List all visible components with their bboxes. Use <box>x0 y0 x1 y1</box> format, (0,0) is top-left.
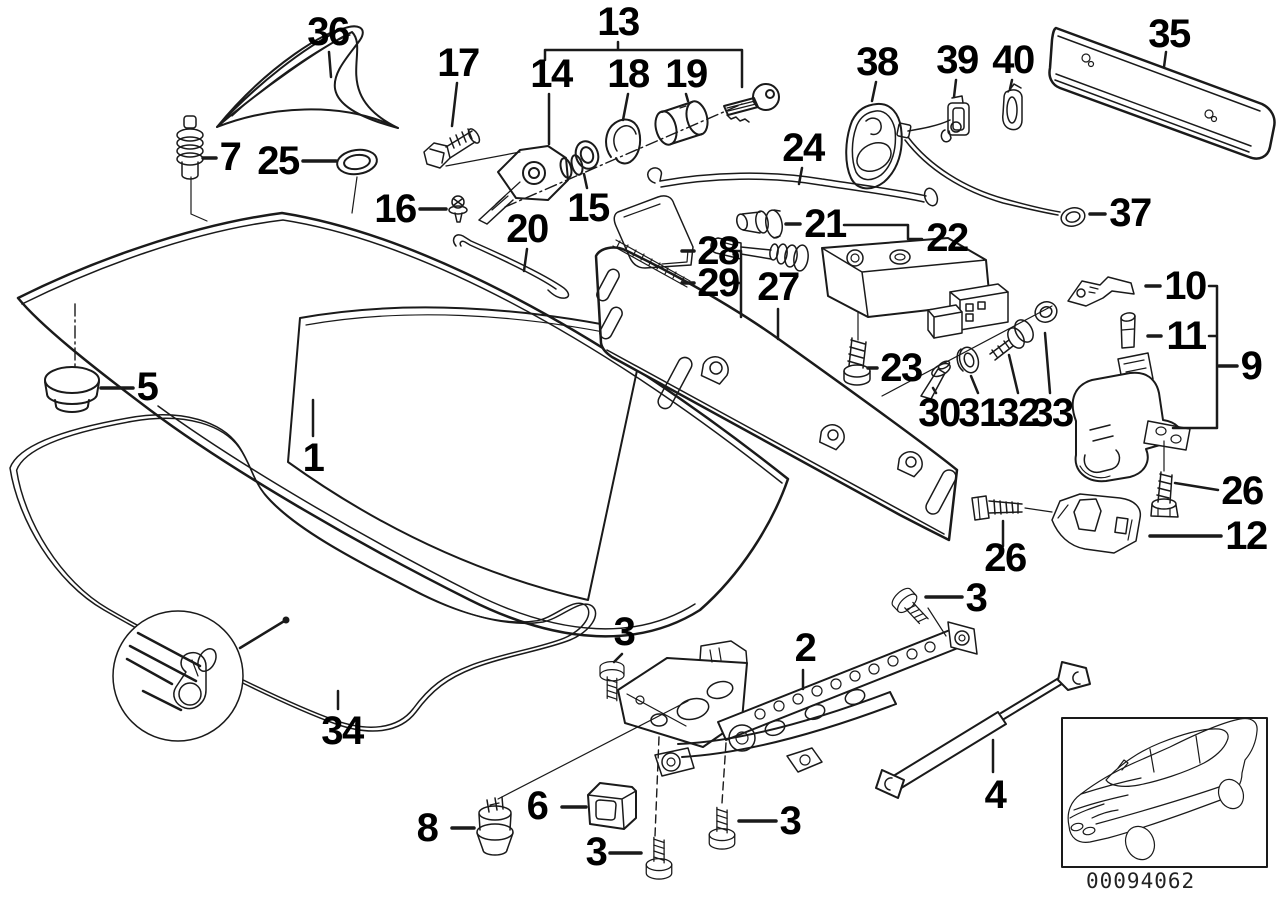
lock-screw-26-upper <box>1150 471 1179 518</box>
callout-19: 19 <box>665 52 708 96</box>
callout-3-bottom-right: 3 <box>779 799 802 843</box>
fastener-axis <box>881 301 1058 400</box>
expanding-rivet <box>920 360 951 400</box>
callout-1: 1 <box>302 436 325 480</box>
lock-bracket <box>1067 276 1135 307</box>
lock-cylinder-set <box>478 83 780 225</box>
callout-28: 28 <box>697 229 740 273</box>
rubber-buffer <box>44 366 100 413</box>
clip-40 <box>1002 83 1023 131</box>
callout-27: 27 <box>757 265 800 309</box>
cage-nut <box>587 782 637 830</box>
callout-34: 34 <box>321 709 364 753</box>
callout-9: 9 <box>1240 344 1263 388</box>
callout-39: 39 <box>936 38 979 82</box>
callout-7: 7 <box>219 135 242 179</box>
callout-17: 17 <box>437 41 480 85</box>
callout-32: 32 <box>997 391 1040 435</box>
torsion-rod <box>452 234 570 299</box>
sealing-strip <box>612 239 691 288</box>
leader-lines <box>74 40 1239 855</box>
licence-plate-base-panel <box>594 246 959 542</box>
bulb-socket <box>735 209 783 239</box>
licence-light-strip <box>1048 26 1276 160</box>
callout-21: 21 <box>804 202 847 246</box>
diagram-id-code: 00094062 <box>1086 869 1196 893</box>
callout-14: 14 <box>530 52 573 96</box>
callout-3-top-right: 3 <box>965 576 988 620</box>
callout-36: 36 <box>307 10 350 54</box>
callout-26-upper: 26 <box>1221 469 1264 513</box>
small-screw-16 <box>448 195 468 223</box>
callout-5: 5 <box>136 365 159 409</box>
callout-24: 24 <box>782 126 825 170</box>
striker-plate <box>1051 493 1142 554</box>
car-thumbnail <box>1061 717 1268 868</box>
callout-12: 12 <box>1225 514 1268 558</box>
callout-40: 40 <box>992 38 1035 82</box>
trunk-lock <box>1071 352 1191 483</box>
screw-32 <box>989 319 1034 361</box>
hinge-assembly <box>617 621 978 777</box>
callout-30: 30 <box>918 391 961 435</box>
callout-31: 31 <box>958 391 1001 435</box>
washer <box>956 346 980 374</box>
callout-37: 37 <box>1109 191 1152 235</box>
seal-cross-section-inset <box>112 610 290 742</box>
bolt-26-lower <box>971 495 1023 521</box>
car-outline <box>1067 717 1258 861</box>
callout-6: 6 <box>526 784 549 828</box>
callout-2: 2 <box>794 626 817 670</box>
callout-10: 10 <box>1164 264 1207 308</box>
triangle-grommet <box>845 102 903 190</box>
callout-3-left: 3 <box>613 610 636 654</box>
screw-with-spring <box>843 337 871 386</box>
callout-23: 23 <box>880 346 923 390</box>
central-lock-actuator <box>710 237 1009 339</box>
bowden-cable <box>647 167 939 207</box>
callout-26-lower: 26 <box>984 536 1027 580</box>
callout-38: 38 <box>856 40 899 84</box>
callout-11: 11 <box>1166 314 1207 358</box>
hex-bolt-17 <box>423 128 481 169</box>
ring-33 <box>1034 301 1058 323</box>
callout-3-bottom-mid: 3 <box>585 830 608 874</box>
callout-18: 18 <box>607 52 650 96</box>
callout-13: 13 <box>597 0 640 44</box>
callout-20: 20 <box>506 207 549 251</box>
release-cable <box>896 119 1086 227</box>
drain-valve <box>176 115 204 180</box>
callout-33: 33 <box>1031 391 1074 435</box>
expanding-plug <box>476 796 514 856</box>
spoiler-strip <box>216 25 399 129</box>
gas-strut <box>875 661 1091 799</box>
trunk-seal-loop <box>9 414 597 742</box>
latch-clip-39 <box>940 95 970 143</box>
hinge-pin <box>1120 312 1136 349</box>
callout-16: 16 <box>374 187 417 231</box>
callout-4: 4 <box>984 773 1007 817</box>
callout-22: 22 <box>926 216 969 260</box>
callout-15: 15 <box>567 186 610 230</box>
gasket-plate <box>613 195 694 269</box>
oval-grommet <box>336 148 378 176</box>
callout-25: 25 <box>257 139 300 183</box>
callout-35: 35 <box>1148 12 1191 56</box>
callout-29: 29 <box>697 261 740 305</box>
callout-8: 8 <box>416 806 439 850</box>
